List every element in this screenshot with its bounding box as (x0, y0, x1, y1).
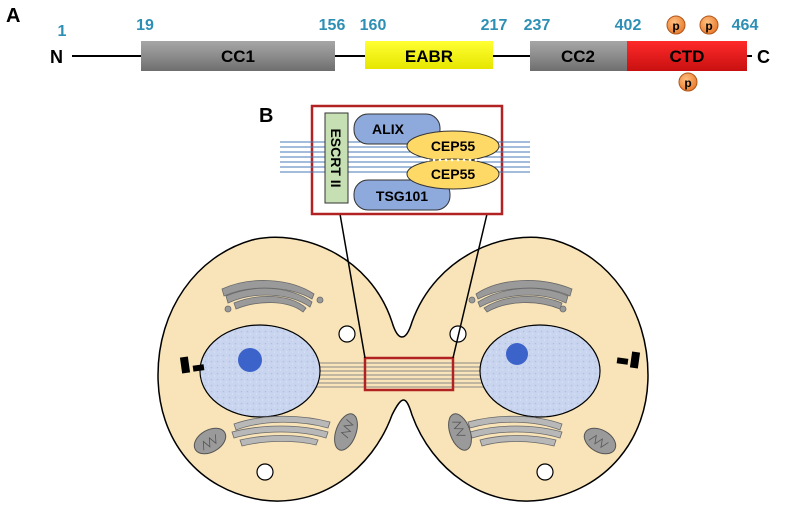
c-terminus-label: C (757, 47, 770, 67)
mitochondrion-left-2 (334, 413, 358, 451)
mitochondrion-right-2 (583, 427, 617, 455)
cep55-bottom-label: CEP55 (431, 166, 476, 182)
domain-cc1-label: CC1 (221, 47, 255, 66)
domain-ctd (627, 41, 747, 71)
n-terminus-label: N (50, 47, 63, 67)
er-right (467, 415, 563, 447)
phospho-site-3: p (678, 72, 698, 92)
nucleolus-left (238, 348, 262, 372)
position-402: 402 (615, 17, 642, 34)
vesicle-left-top (338, 325, 356, 343)
position-19: 19 (136, 17, 154, 34)
vesicle-right-bottom (536, 463, 554, 481)
centrosome-right (616, 351, 641, 369)
nucleus-left (199, 324, 321, 418)
domain-cc2 (530, 41, 627, 71)
nucleus-right (479, 324, 601, 418)
escrt-ii-label: ESCRT II (328, 128, 344, 187)
mitochondrion-right (448, 413, 472, 451)
er-left (231, 415, 331, 447)
position-464: 464 (732, 17, 759, 34)
alix-label: ALIX (372, 121, 405, 137)
residue-positions: 1 19 156 160 217 237 402 464 (58, 17, 759, 40)
domain-cc2-label: CC2 (561, 47, 595, 66)
phospho-site-1: p (666, 15, 686, 35)
vesicle-left-bottom (256, 463, 274, 481)
tsg101-shape (353, 179, 451, 211)
phospho-site-2: p (699, 15, 719, 35)
mitochondrion-left (193, 427, 227, 455)
cep55-interface-dots (426, 158, 478, 162)
tsg101-label: TSG101 (376, 188, 428, 204)
phospho-label-2: p (705, 19, 712, 33)
zoom-line-right (452, 213, 488, 359)
cep55-top-label: CEP55 (431, 138, 476, 154)
domain-ctd-label: CTD (670, 47, 705, 66)
centrosome-left (179, 356, 205, 374)
panel-label-a: A (6, 5, 20, 27)
domain-cc1 (141, 41, 335, 71)
golgi-right (468, 280, 573, 313)
midbody-highlight-box (363, 356, 455, 392)
escrt-ii-box (324, 112, 349, 204)
position-156: 156 (319, 17, 346, 34)
dividing-cells (157, 236, 649, 502)
zoom-line-left (339, 213, 366, 359)
domain-eabr-label: EABR (405, 47, 453, 66)
position-237: 237 (524, 17, 551, 34)
midbody-microtubules (316, 362, 492, 388)
cep55-bottom-shape (406, 158, 500, 190)
position-1: 1 (58, 23, 67, 40)
position-160: 160 (360, 17, 387, 34)
panel-label-b: B (259, 105, 273, 127)
domain-eabr (365, 41, 493, 69)
nucleolus-right (506, 343, 528, 365)
phospho-label-3: p (684, 76, 691, 90)
midbody-inset: ESCRT II ALIX TSG101 CEP55 CEP55 (280, 104, 530, 216)
phospho-label-1: p (672, 19, 679, 33)
golgi-left (221, 280, 324, 313)
position-217: 217 (481, 17, 508, 34)
protein-domain-map: N C CC1 EABR CC2 CTD 1 19 156 160 217 23… (50, 15, 770, 92)
